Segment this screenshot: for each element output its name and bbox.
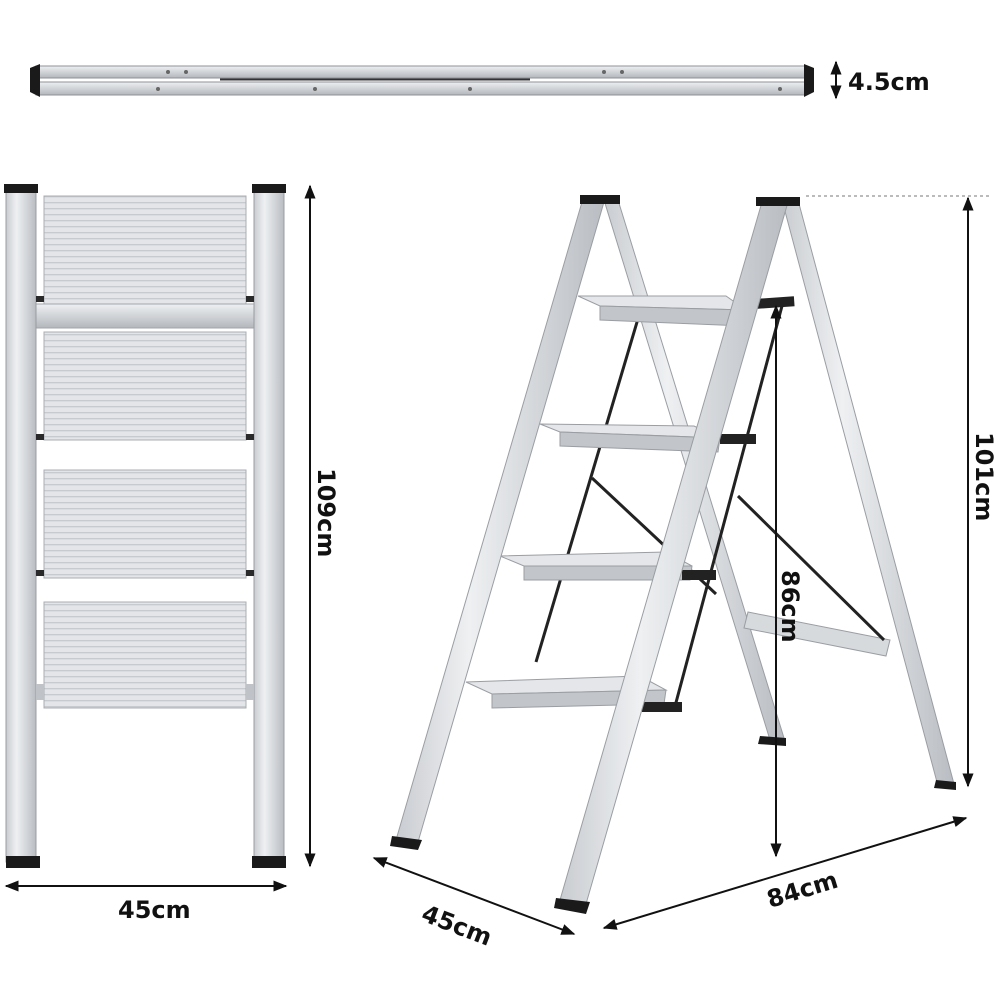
side-base-label: 84cm	[764, 866, 842, 914]
front-height-dimension: 109cm	[304, 184, 340, 868]
folded-thickness-dimension: 4.5cm	[830, 60, 930, 100]
front-width-label: 45cm	[118, 896, 191, 924]
side-depth-label: 45cm	[418, 899, 496, 951]
front-steps	[33, 195, 257, 709]
side-height-dimension: 101cm	[806, 195, 998, 788]
side-height-label: 101cm	[970, 432, 998, 521]
side-steps	[465, 295, 748, 709]
top-step-height-dimension: 86cm	[770, 304, 804, 858]
folded-ladder	[30, 64, 814, 97]
folded-thickness-label: 4.5cm	[848, 68, 930, 96]
front-view-ladder	[4, 184, 286, 868]
front-width-dimension: 45cm	[4, 880, 288, 924]
front-height-label: 109cm	[312, 468, 340, 557]
side-base-dimension: 84cm	[602, 816, 968, 930]
side-view-ladder	[390, 195, 956, 914]
top-step-height-label: 86cm	[776, 570, 804, 643]
side-depth-dimension: 45cm	[372, 857, 576, 952]
